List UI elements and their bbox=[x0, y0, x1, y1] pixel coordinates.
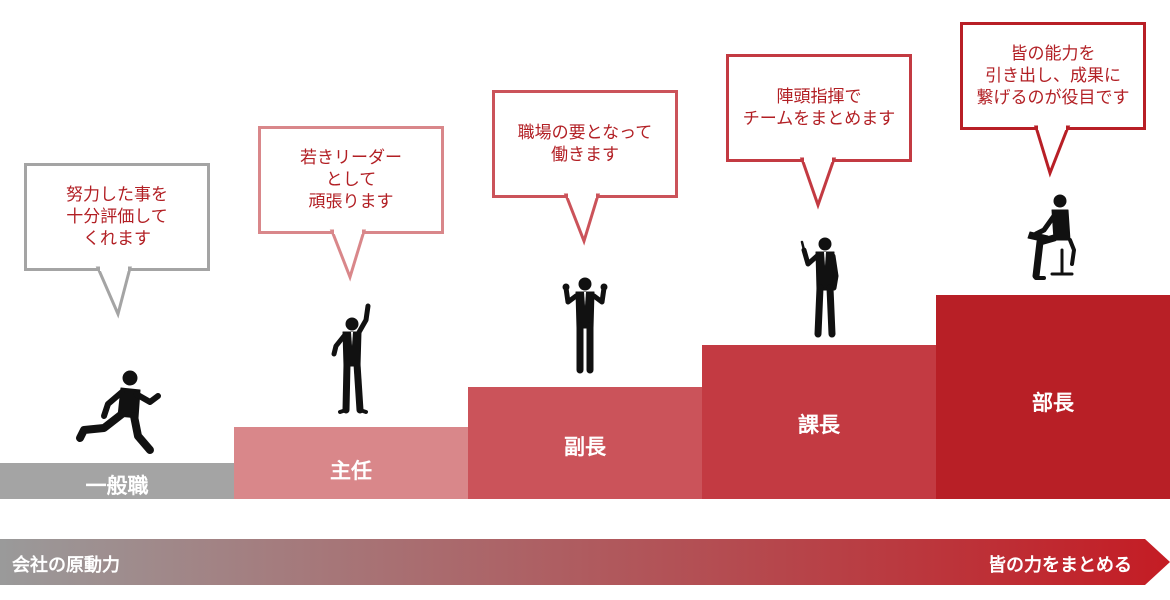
step-label: 部長 bbox=[1032, 391, 1074, 415]
bubble-text: 陣頭指揮で チームをまとめます bbox=[742, 87, 896, 129]
speech-bubble-department-manager: 皆の能力を 引き出し、成果に 繋げるのが役目です bbox=[960, 22, 1146, 130]
step-label: 主任 bbox=[330, 459, 372, 483]
cheering-businessman-icon bbox=[331, 303, 371, 414]
fists-up-businessman-icon bbox=[562, 277, 608, 374]
step-label: 副長 bbox=[564, 435, 606, 459]
step-label: 課長 bbox=[798, 413, 840, 437]
speech-bubble-chief: 若きリーダー として 頑張ります bbox=[258, 126, 444, 234]
seated-businessman-laptop-icon bbox=[1027, 194, 1076, 280]
bubble-text: 努力した事を 十分評価して くれます bbox=[66, 185, 168, 249]
step-general-staff: 一般職 bbox=[0, 463, 234, 499]
step-label: 一般職 bbox=[85, 474, 149, 498]
bubble-tail bbox=[799, 156, 837, 210]
running-businessman-icon bbox=[76, 370, 161, 454]
bubble-text: 皆の能力を 引き出し、成果に 繋げるのが役目です bbox=[976, 44, 1130, 108]
bubble-text: 職場の要となって 働きます bbox=[517, 123, 653, 165]
bubble-tail bbox=[329, 228, 367, 282]
bubble-tail bbox=[1033, 124, 1071, 178]
step-chief: 主任 bbox=[234, 427, 468, 499]
step-deputy-manager: 副長 bbox=[468, 387, 702, 499]
speech-bubble-section-manager: 陣頭指揮で チームをまとめます bbox=[726, 54, 912, 162]
bar-right-label: 皆の力をまとめる bbox=[988, 555, 1132, 576]
pointing-businessman-icon bbox=[800, 237, 839, 338]
progression-arrow-bar bbox=[0, 539, 1170, 585]
bar-left-label: 会社の原動力 bbox=[12, 555, 120, 576]
bubble-tail bbox=[563, 192, 601, 246]
step-department-manager: 部長 bbox=[936, 295, 1170, 499]
step-section-manager: 課長 bbox=[702, 345, 936, 499]
bubble-text: 若きリーダー として 頑張ります bbox=[300, 148, 402, 212]
bubble-tail bbox=[95, 265, 132, 319]
speech-bubble-general-staff: 努力した事を 十分評価して くれます bbox=[24, 163, 210, 271]
speech-bubble-deputy-manager: 職場の要となって 働きます bbox=[492, 90, 678, 198]
